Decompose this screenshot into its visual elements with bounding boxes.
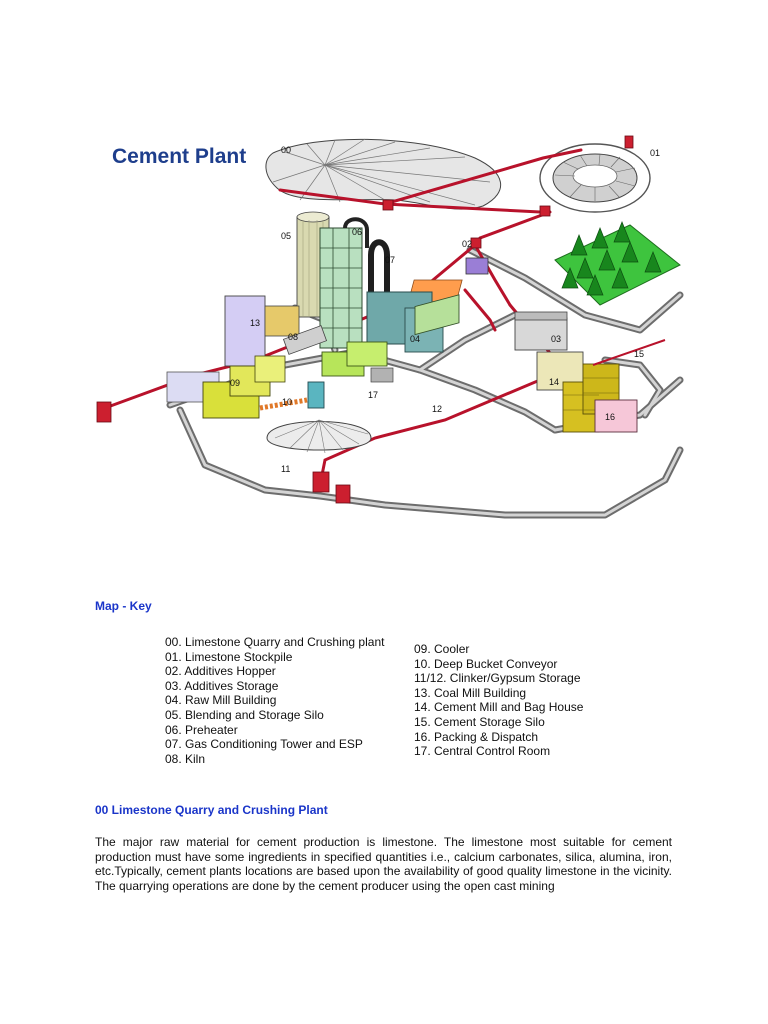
- key-item: 01. Limestone Stockpile: [165, 649, 293, 664]
- section-heading: 00 Limestone Quarry and Crushing Plant: [95, 803, 328, 817]
- label-11: 11: [281, 464, 290, 474]
- label-02: 02: [462, 239, 472, 249]
- limestone-stockpile: [539, 143, 651, 213]
- label-05: 05: [281, 231, 291, 241]
- tree-area: [554, 221, 681, 306]
- deep-bucket-conveyor: [259, 381, 325, 411]
- key-item: 03. Additives Storage: [165, 678, 279, 693]
- transfer-towers: [96, 135, 634, 504]
- label-15: 15: [634, 349, 644, 359]
- gas-conditioning-tower: [366, 239, 444, 353]
- map-key-heading: Map - Key: [95, 599, 152, 613]
- key-item: 10. Deep Bucket Conveyor: [414, 656, 558, 671]
- key-item: 08. Kiln: [165, 751, 206, 766]
- label-16: 16: [605, 412, 615, 422]
- key-item: 02. Additives Hopper: [165, 664, 276, 679]
- key-item: 07. Gas Conditioning Tower and ESP: [165, 737, 363, 752]
- coal-mill-building: [166, 295, 300, 403]
- kiln: [282, 325, 328, 355]
- clinker-storage-dome: [266, 419, 372, 454]
- label-10: 10: [282, 397, 292, 407]
- key-item: 09. Cooler: [414, 642, 470, 656]
- label-06: 06: [352, 227, 362, 237]
- label-03: 03: [551, 334, 561, 344]
- limestone-quarry-dome: [265, 138, 501, 210]
- label-00: 00: [281, 145, 291, 155]
- key-item: 11/12. Clinker/Gypsum Storage: [414, 671, 581, 686]
- key-item: 15. Cement Storage Silo: [414, 714, 545, 729]
- label-17: 17: [368, 390, 378, 400]
- map-key-right-column: 09. Cooler 10. Deep Bucket Conveyor 11/1…: [414, 642, 583, 759]
- key-item: 04. Raw Mill Building: [165, 693, 277, 708]
- diagram-title: Cement Plant: [112, 145, 246, 168]
- map-key-left-column: 00. Limestone Quarry and Crushing plant …: [165, 635, 384, 766]
- label-13: 13: [250, 318, 260, 328]
- packing-dispatch: [594, 399, 638, 433]
- preheater-tower: [319, 217, 369, 349]
- key-item: 17. Central Control Room: [414, 744, 551, 759]
- label-07: 07: [385, 255, 395, 265]
- central-control-room: [321, 341, 394, 383]
- key-item: 13. Coal Mill Building: [414, 685, 527, 700]
- cooler-building: [202, 355, 286, 419]
- key-item: 06. Preheater: [165, 722, 238, 737]
- key-item: 05. Blending and Storage Silo: [165, 707, 324, 722]
- label-01: 01: [650, 148, 660, 158]
- label-14: 14: [549, 377, 559, 387]
- additives-storage: [514, 311, 568, 351]
- key-item: 16. Packing & Dispatch: [414, 729, 539, 744]
- additives-hopper: [465, 257, 489, 275]
- label-08: 08: [288, 332, 298, 342]
- cement-plant-diagram: Cement Plant 00 01 02 03 04 05 06 07 08 …: [96, 135, 684, 519]
- body-paragraph: The major raw material for cement produc…: [95, 835, 672, 893]
- label-09: 09: [230, 378, 240, 388]
- key-item: 00. Limestone Quarry and Crushing plant: [165, 635, 385, 649]
- gypsum-storage: [414, 294, 460, 336]
- road-network-inner: [168, 248, 682, 517]
- label-12: 12: [432, 404, 442, 414]
- key-item: 14. Cement Mill and Bag House: [414, 700, 584, 715]
- label-04: 04: [410, 334, 420, 344]
